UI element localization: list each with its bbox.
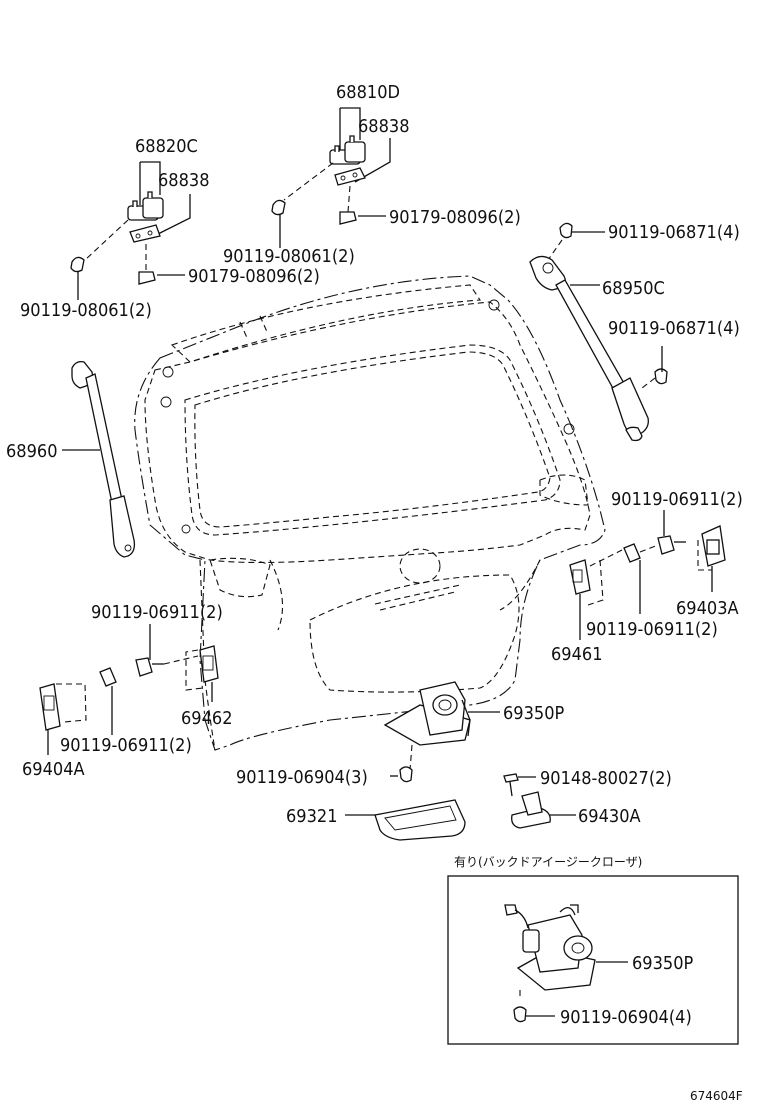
label-69403A: 69403A [676,598,739,619]
label-90119-08061-mid: 90119-08061(2) [223,246,355,267]
label-inset-title: 有り(バックドアイージークローザ) [454,855,642,869]
part-69321 [345,799,466,841]
part-68810D [271,107,391,248]
label-90119-06911-left2: 90119-06911(2) [60,735,192,756]
part-68950C [529,222,668,442]
part-69404A-69462 [39,624,219,755]
part-69430A [503,773,576,829]
part-68820C [70,161,191,300]
label-69461: 69461 [551,644,603,665]
back-door-panel [134,275,606,751]
label-69430A: 69430A [578,806,641,827]
part-68960 [62,360,136,558]
label-69321: 69321 [286,806,338,827]
label-68838-left: 68838 [158,170,210,191]
label-68820C: 68820C [135,136,198,157]
label-90179-08096-top: 90179-08096(2) [389,207,521,228]
label-69404A: 69404A [22,759,85,780]
inset-box [447,875,739,1045]
label-68950C: 68950C [602,278,665,299]
label-90119-08061-left: 90119-08061(2) [20,300,152,321]
label-69350P-inset: 69350P [632,953,694,974]
label-90119-06871-mid: 90119-06871(4) [608,318,740,339]
label-90119-06904-3: 90119-06904(3) [236,767,368,788]
label-68838-top: 68838 [358,116,410,137]
part-69350P [383,681,500,783]
label-90119-06871-top: 90119-06871(4) [608,222,740,243]
label-90179-08096-left: 90179-08096(2) [188,266,320,287]
label-69350P: 69350P [503,703,565,724]
label-diagram-code: 674604F [690,1089,743,1103]
label-69462: 69462 [181,708,233,729]
label-90119-06911-right2: 90119-06911(2) [586,619,718,640]
label-68960: 68960 [6,441,58,462]
label-90119-06911-right: 90119-06911(2) [611,489,743,510]
label-90119-06911-left: 90119-06911(2) [91,602,223,623]
label-90148-80027: 90148-80027(2) [540,768,672,789]
label-68810D: 68810D [336,82,400,103]
label-90119-06904-4: 90119-06904(4) [560,1007,692,1028]
part-69403A-69461 [569,510,726,640]
